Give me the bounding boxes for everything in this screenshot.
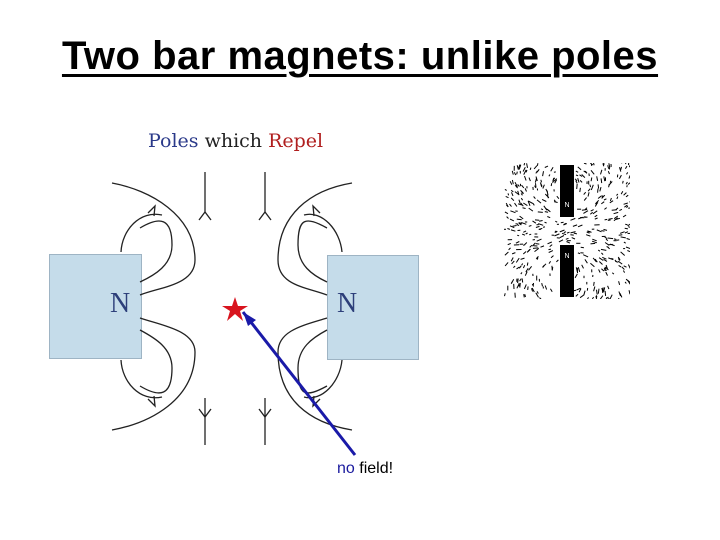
iron-filing bbox=[609, 219, 613, 220]
iron-filing bbox=[524, 163, 525, 165]
callout-caption: no field! bbox=[337, 460, 393, 478]
iron-filing bbox=[552, 267, 553, 270]
field-line bbox=[121, 214, 162, 252]
callout-arrow bbox=[243, 312, 355, 455]
iron-filing bbox=[621, 167, 622, 170]
field-line bbox=[278, 183, 352, 295]
field-line bbox=[140, 330, 172, 393]
iron-filing bbox=[517, 219, 522, 220]
photo-top-pole-label: N bbox=[564, 202, 569, 209]
field-line bbox=[278, 318, 352, 430]
iron-filing bbox=[533, 248, 538, 249]
left-pole-label: N bbox=[110, 288, 130, 320]
iron-filing bbox=[539, 221, 543, 222]
caption-word-field: field! bbox=[359, 460, 393, 477]
iron-filing bbox=[523, 208, 526, 209]
iron-filing bbox=[614, 239, 616, 240]
photo-magnet-top bbox=[560, 165, 574, 217]
iron-filing bbox=[625, 228, 628, 229]
iron-filing bbox=[545, 212, 548, 213]
iron-filing bbox=[598, 184, 599, 188]
iron-filing bbox=[580, 188, 581, 192]
iron-filing bbox=[594, 282, 595, 286]
iron-filing bbox=[629, 163, 630, 165]
iron-filing bbox=[612, 210, 617, 211]
iron-filing bbox=[527, 263, 528, 266]
iron-filing bbox=[601, 231, 604, 232]
iron-filing bbox=[577, 184, 578, 189]
field-line bbox=[304, 214, 342, 252]
iron-filing bbox=[536, 183, 537, 187]
iron-filing bbox=[591, 243, 596, 244]
iron-filing bbox=[601, 178, 602, 183]
iron-filing bbox=[551, 183, 552, 186]
iron-filing bbox=[517, 172, 518, 175]
field-line bbox=[140, 221, 172, 282]
iron-filing bbox=[537, 163, 538, 166]
iron-filing bbox=[625, 224, 627, 225]
field-arrow bbox=[199, 212, 211, 220]
photo-bottom-pole-label: N bbox=[564, 253, 569, 260]
iron-filing bbox=[541, 180, 542, 183]
iron-filing bbox=[530, 168, 531, 170]
iron-filing bbox=[522, 279, 523, 283]
field-line bbox=[298, 330, 327, 393]
iron-filing bbox=[520, 283, 521, 288]
iron-filing bbox=[508, 193, 509, 195]
iron-filing bbox=[582, 210, 587, 211]
iron-filing bbox=[581, 247, 584, 248]
iron-filings-photo: N N bbox=[504, 163, 630, 299]
iron-filing bbox=[623, 181, 624, 184]
iron-filing bbox=[524, 294, 525, 297]
iron-filing bbox=[597, 290, 598, 295]
iron-filing bbox=[549, 249, 552, 250]
iron-filing bbox=[619, 298, 620, 299]
right-pole-label: N bbox=[337, 288, 357, 320]
iron-filing bbox=[518, 279, 519, 284]
field-line bbox=[298, 221, 327, 282]
iron-filing bbox=[609, 166, 610, 169]
iron-filing bbox=[605, 219, 608, 220]
iron-filing bbox=[505, 293, 506, 296]
iron-filing bbox=[538, 212, 543, 213]
field-arrow bbox=[259, 212, 271, 220]
iron-filing bbox=[529, 234, 531, 235]
field-line bbox=[112, 183, 195, 295]
iron-filing bbox=[517, 235, 519, 236]
iron-filing bbox=[608, 238, 613, 239]
iron-filing bbox=[536, 244, 540, 245]
iron-filing bbox=[525, 294, 526, 297]
null-point-marker bbox=[222, 297, 248, 321]
iron-filing bbox=[591, 178, 592, 182]
iron-filing bbox=[590, 185, 591, 188]
iron-filing bbox=[598, 289, 599, 294]
caption-word-no: no bbox=[337, 460, 355, 477]
iron-filing bbox=[605, 291, 606, 296]
